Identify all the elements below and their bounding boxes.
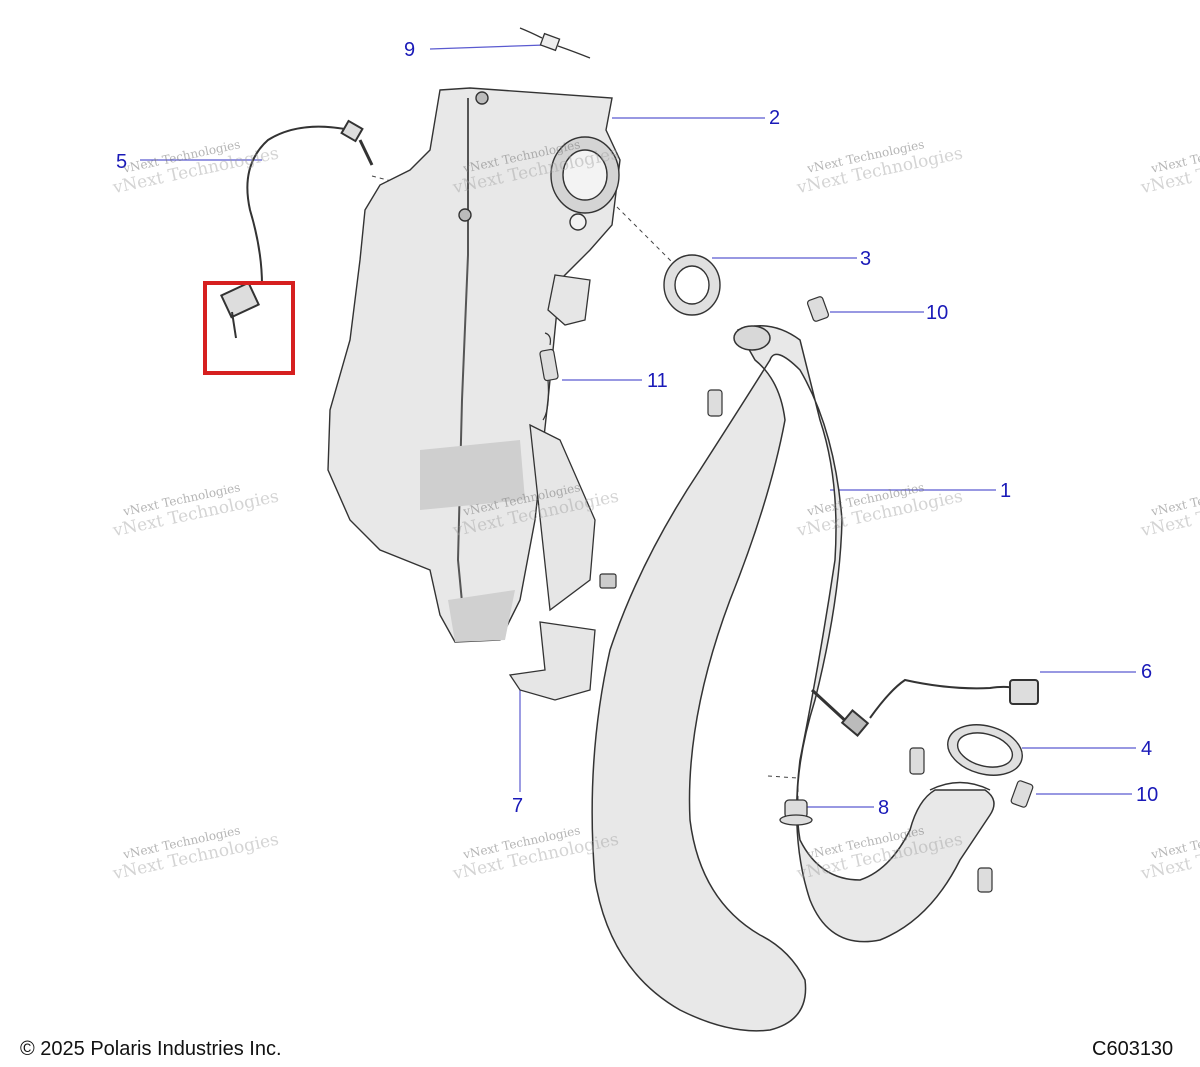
- gasket-part-3: [663, 254, 721, 316]
- callout-10-lower: 10: [1136, 784, 1159, 806]
- callout-5: 5: [116, 151, 128, 173]
- clip-part-7: [508, 621, 596, 701]
- exhaust-pipe-part-1: [591, 325, 995, 1032]
- copyright-text: © 2025 Polaris Industries Inc.: [20, 1038, 282, 1060]
- leader-lines: [140, 44, 1136, 808]
- callout-10-upper: 10: [926, 302, 949, 324]
- callout-9: 9: [404, 39, 416, 61]
- nut: [599, 573, 617, 589]
- gasket-part-4: [947, 724, 1023, 776]
- sensor-cable-part-5: [220, 119, 374, 339]
- spring-small-b: [909, 747, 925, 775]
- callout-1: 1: [1000, 480, 1012, 502]
- muffler-part-2: [327, 87, 621, 643]
- callout-8: 8: [878, 797, 890, 819]
- diagram-code: C603130: [1092, 1038, 1174, 1060]
- spring-part-10-upper: [806, 296, 830, 322]
- callout-6: 6: [1141, 661, 1153, 683]
- spring-small-a: [707, 389, 723, 417]
- spring-part-10-lower: [1010, 780, 1034, 808]
- sensor-cable-part-6: [810, 678, 1039, 737]
- callout-2: 2: [769, 107, 781, 129]
- spring-small-c: [977, 867, 993, 893]
- callout-4: 4: [1141, 738, 1153, 760]
- callout-3: 3: [860, 248, 872, 270]
- callout-7: 7: [512, 795, 524, 817]
- callout-11: 11: [647, 370, 668, 392]
- spring-part-9: [519, 27, 591, 59]
- highlight-box: [203, 281, 295, 375]
- grommet-part-8: [779, 799, 813, 826]
- bracket: [529, 274, 596, 612]
- spring-part-11: [539, 332, 559, 421]
